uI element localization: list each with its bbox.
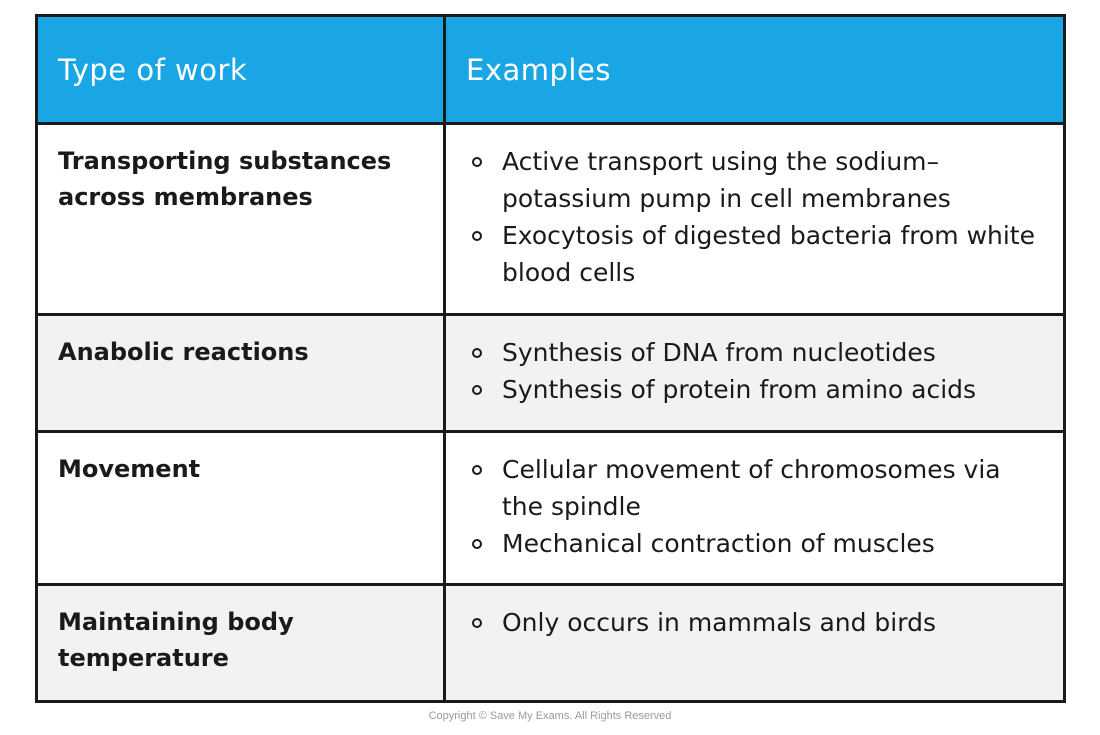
examples-cell: Active transport using the sodium–potass…: [443, 122, 1066, 316]
table-header-row: Type of work Examples: [35, 14, 1066, 125]
type-cell: Transporting substances across membranes: [35, 122, 446, 316]
examples-list: Active transport using the sodium–potass…: [466, 143, 1043, 291]
table-row: Transporting substances across membranes…: [35, 122, 1066, 316]
list-item: Active transport using the sodium–potass…: [466, 143, 1043, 217]
examples-cell: Cellular movement of chromosomes via the…: [443, 430, 1066, 586]
type-cell: Movement: [35, 430, 446, 586]
copyright-notice: Copyright © Save My Exams. All Rights Re…: [428, 710, 672, 722]
table-row: Anabolic reactions Synthesis of DNA from…: [35, 313, 1066, 433]
list-item: Synthesis of DNA from nucleotides: [466, 334, 1043, 371]
work-types-table: Type of work Examples Transporting subst…: [35, 14, 1066, 703]
list-item: Synthesis of protein from amino acids: [466, 371, 1043, 408]
header-type-of-work: Type of work: [35, 14, 446, 125]
list-item: Only occurs in mammals and birds: [466, 604, 1043, 641]
list-item: Mechanical contraction of muscles: [466, 525, 1043, 562]
list-item: Exocytosis of digested bacteria from whi…: [466, 217, 1043, 291]
examples-cell: Synthesis of DNA from nucleotides Synthe…: [443, 313, 1066, 433]
table-row: Maintaining body temperature Only occurs…: [35, 583, 1066, 703]
type-cell: Maintaining body temperature: [35, 583, 446, 703]
header-examples: Examples: [443, 14, 1066, 125]
table-row: Movement Cellular movement of chromosome…: [35, 430, 1066, 586]
list-item: Cellular movement of chromosomes via the…: [466, 451, 1043, 525]
examples-cell: Only occurs in mammals and birds: [443, 583, 1066, 703]
type-cell: Anabolic reactions: [35, 313, 446, 433]
examples-list: Cellular movement of chromosomes via the…: [466, 451, 1043, 562]
examples-list: Synthesis of DNA from nucleotides Synthe…: [466, 334, 1043, 408]
examples-list: Only occurs in mammals and birds: [466, 604, 1043, 641]
